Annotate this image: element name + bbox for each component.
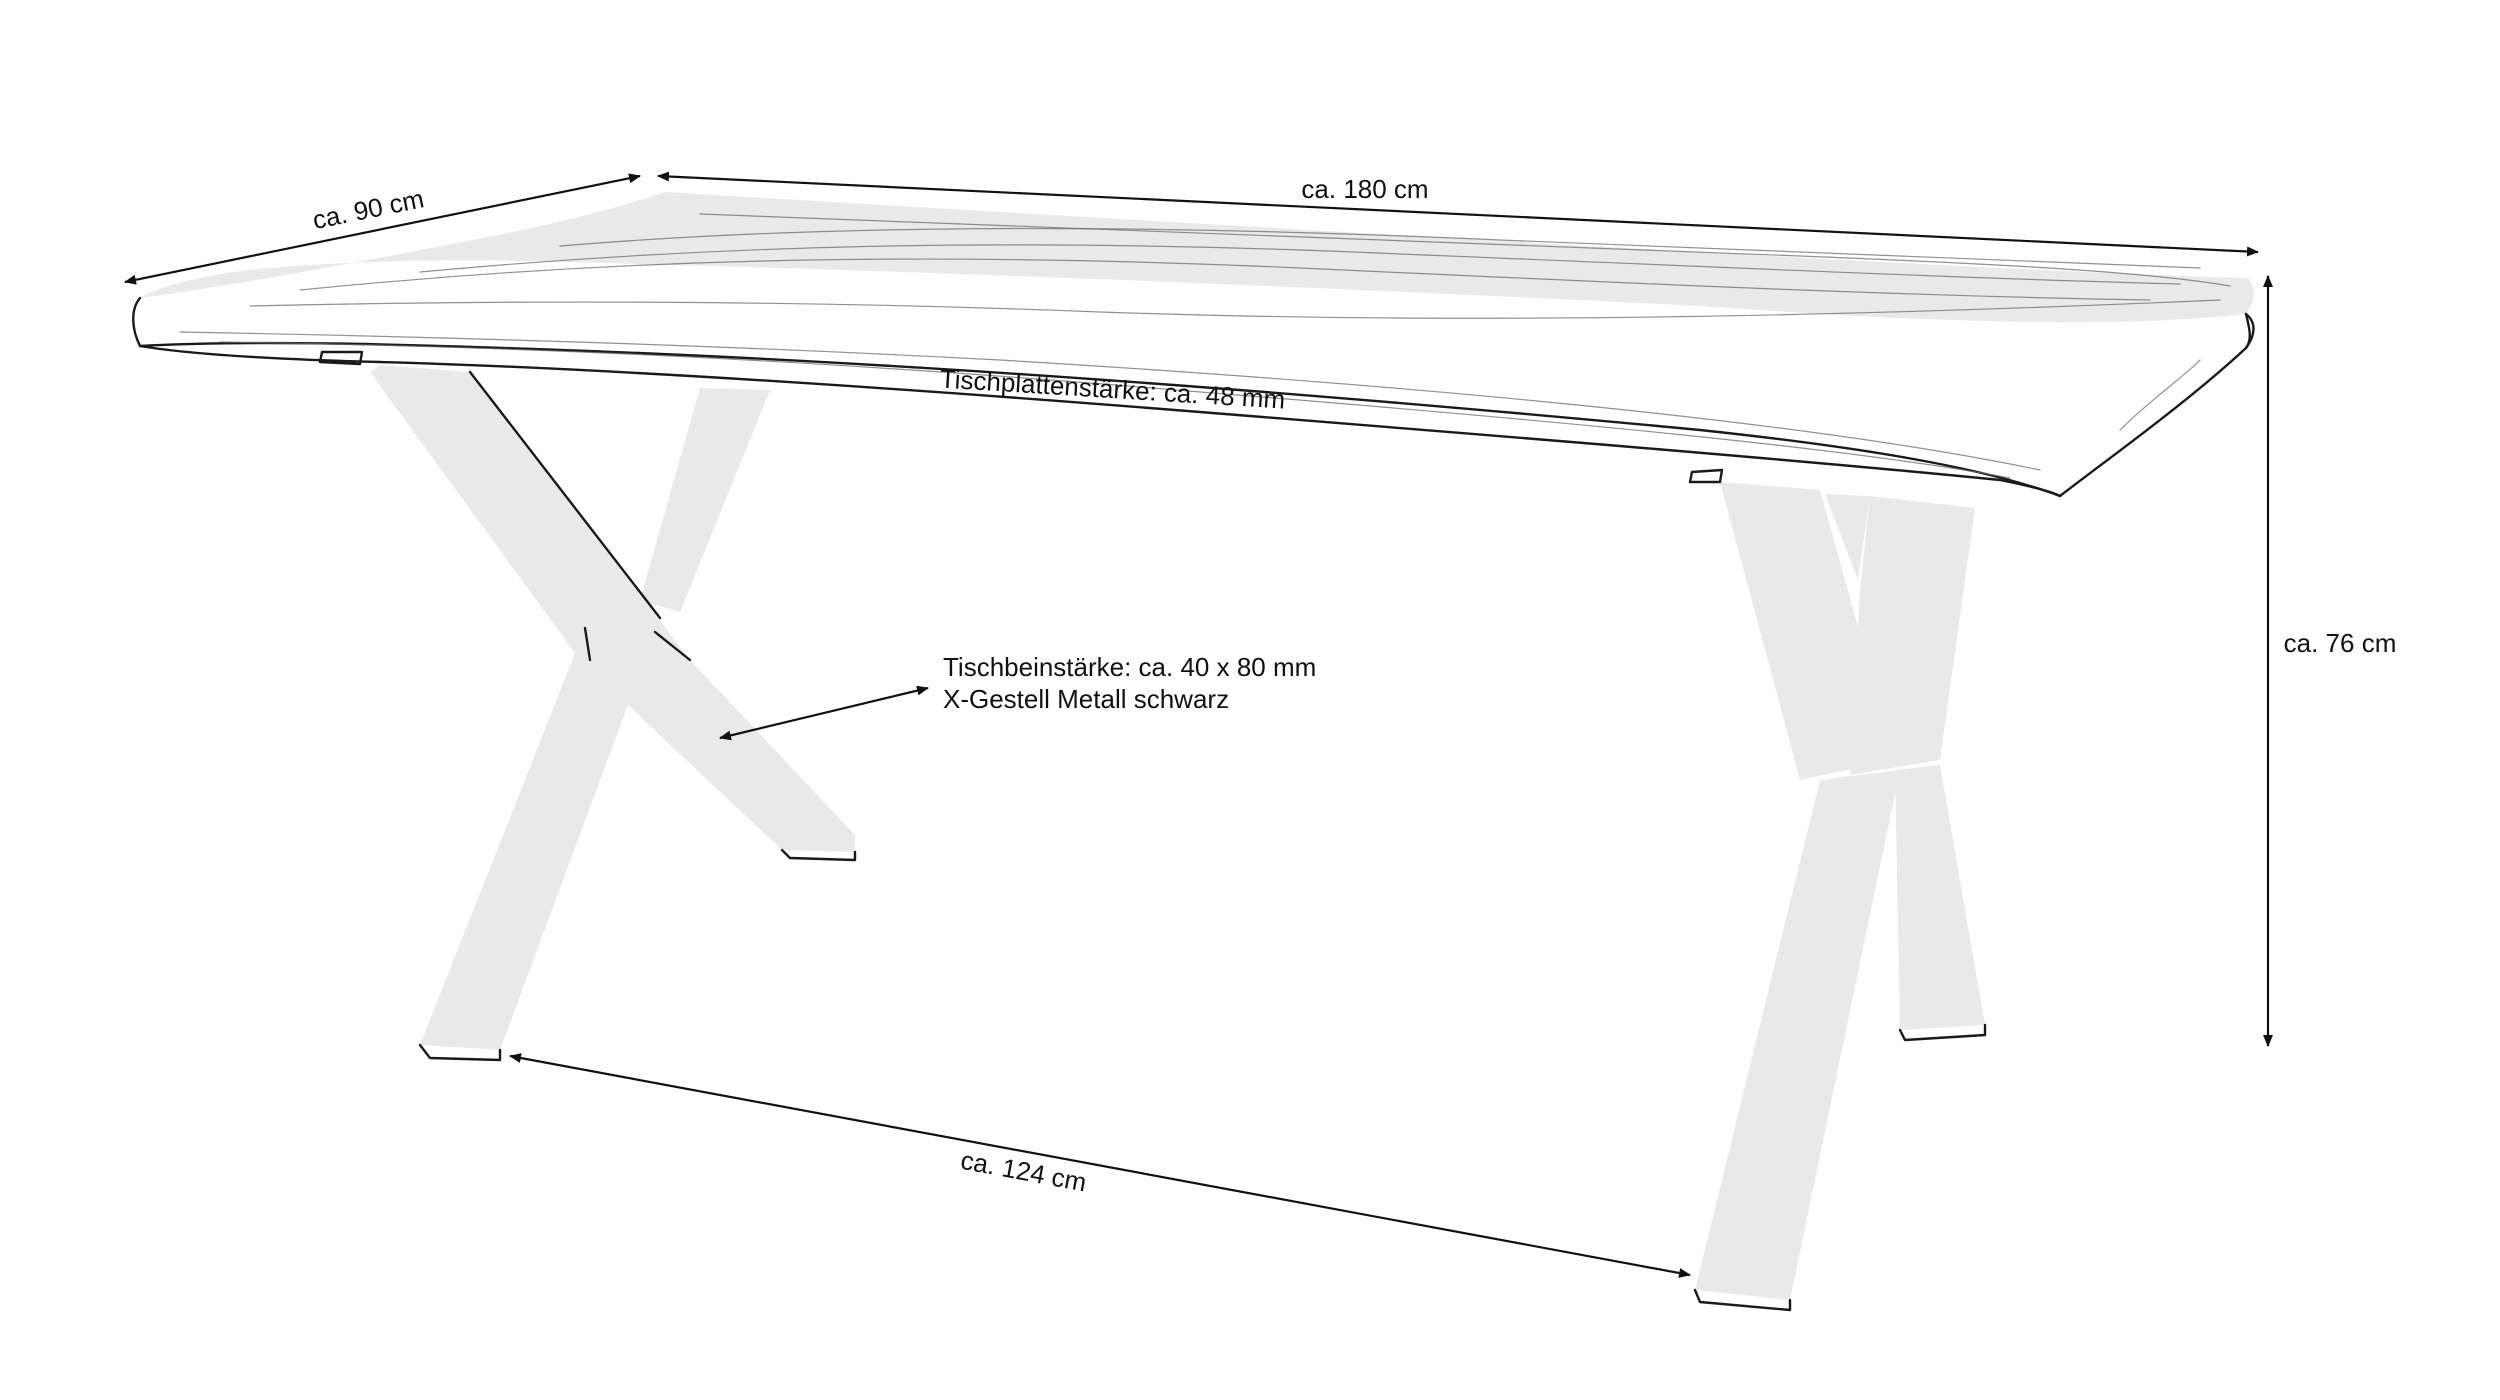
table-top-front-edge <box>132 296 2255 498</box>
leg-thickness-label: Tischbeinstärke: ca. 40 x 80 mm <box>943 652 1316 682</box>
length-label: ca. 180 cm <box>1301 174 1428 204</box>
length-dimension-line <box>657 171 2259 257</box>
left-x-leg <box>370 365 857 1062</box>
height-label: ca. 76 cm <box>2284 628 2397 658</box>
right-x-leg <box>318 350 1987 1312</box>
depth-dimension-line <box>124 173 641 285</box>
leg-annotation-arrow <box>719 685 929 741</box>
top-thickness-label: Tischplattenstärke: ca. 48 mm <box>939 363 1286 414</box>
leg-spacing-dimension-line <box>509 1053 1691 1278</box>
leg-spacing-label: ca. 124 cm <box>958 1145 1089 1198</box>
depth-label: ca. 90 cm <box>310 183 426 235</box>
leg-material-label: X-Gestell Metall schwarz <box>943 684 1229 714</box>
